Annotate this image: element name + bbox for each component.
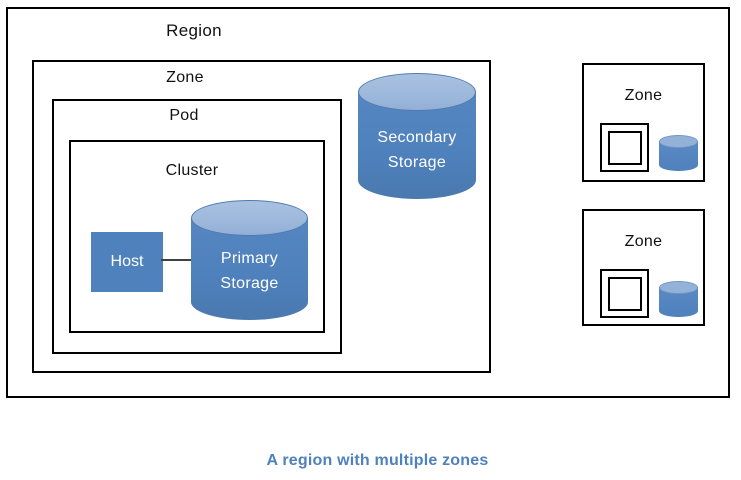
primary-storage-label: Primary Storage: [191, 246, 308, 296]
primary-storage-label-line2: Storage: [220, 275, 279, 292]
secondary-storage-label-line1: Secondary: [377, 129, 457, 146]
zone-2-storage-cylinder-top: [659, 135, 698, 148]
primary-storage-label-line1: Primary: [220, 250, 279, 267]
zone-box: [32, 60, 491, 373]
zone-2-pod-square-icon: [600, 123, 649, 172]
zone-box-2: Zone: [582, 63, 705, 182]
zone-2-storage-cylinder-icon: [659, 135, 698, 171]
primary-storage-cylinder-top: [191, 200, 308, 236]
zone-3-pod-square-icon: [600, 269, 649, 318]
cluster-label: Cluster: [165, 162, 219, 179]
host-box: Host: [91, 232, 163, 292]
zone-2-label: Zone: [624, 87, 663, 104]
pod-label: Pod: [169, 107, 199, 124]
cluster-box: [69, 140, 325, 333]
primary-storage-cylinder-icon: Primary Storage: [191, 200, 308, 320]
secondary-storage-cylinder-top: [358, 73, 476, 111]
zone-3-label: Zone: [624, 233, 663, 250]
secondary-storage-cylinder-icon: Secondary Storage: [358, 73, 476, 199]
pod-box: [52, 99, 342, 354]
region-label: Region: [166, 21, 222, 40]
secondary-storage-label: Secondary Storage: [358, 125, 476, 175]
zone-box-3: Zone: [582, 209, 705, 326]
zone-3-cluster-square-icon: [607, 276, 642, 311]
caption: A region with multiple zones: [266, 452, 489, 469]
zone-3-storage-cylinder-top: [659, 281, 698, 294]
zone-label: Zone: [166, 69, 204, 86]
region-box: [6, 7, 730, 398]
secondary-storage-label-line2: Storage: [387, 154, 447, 171]
zone-2-cluster-square-icon: [607, 130, 642, 165]
zone-3-storage-cylinder-icon: [659, 281, 698, 317]
host-storage-connector-line: [161, 259, 192, 261]
host-label: Host: [110, 253, 144, 270]
